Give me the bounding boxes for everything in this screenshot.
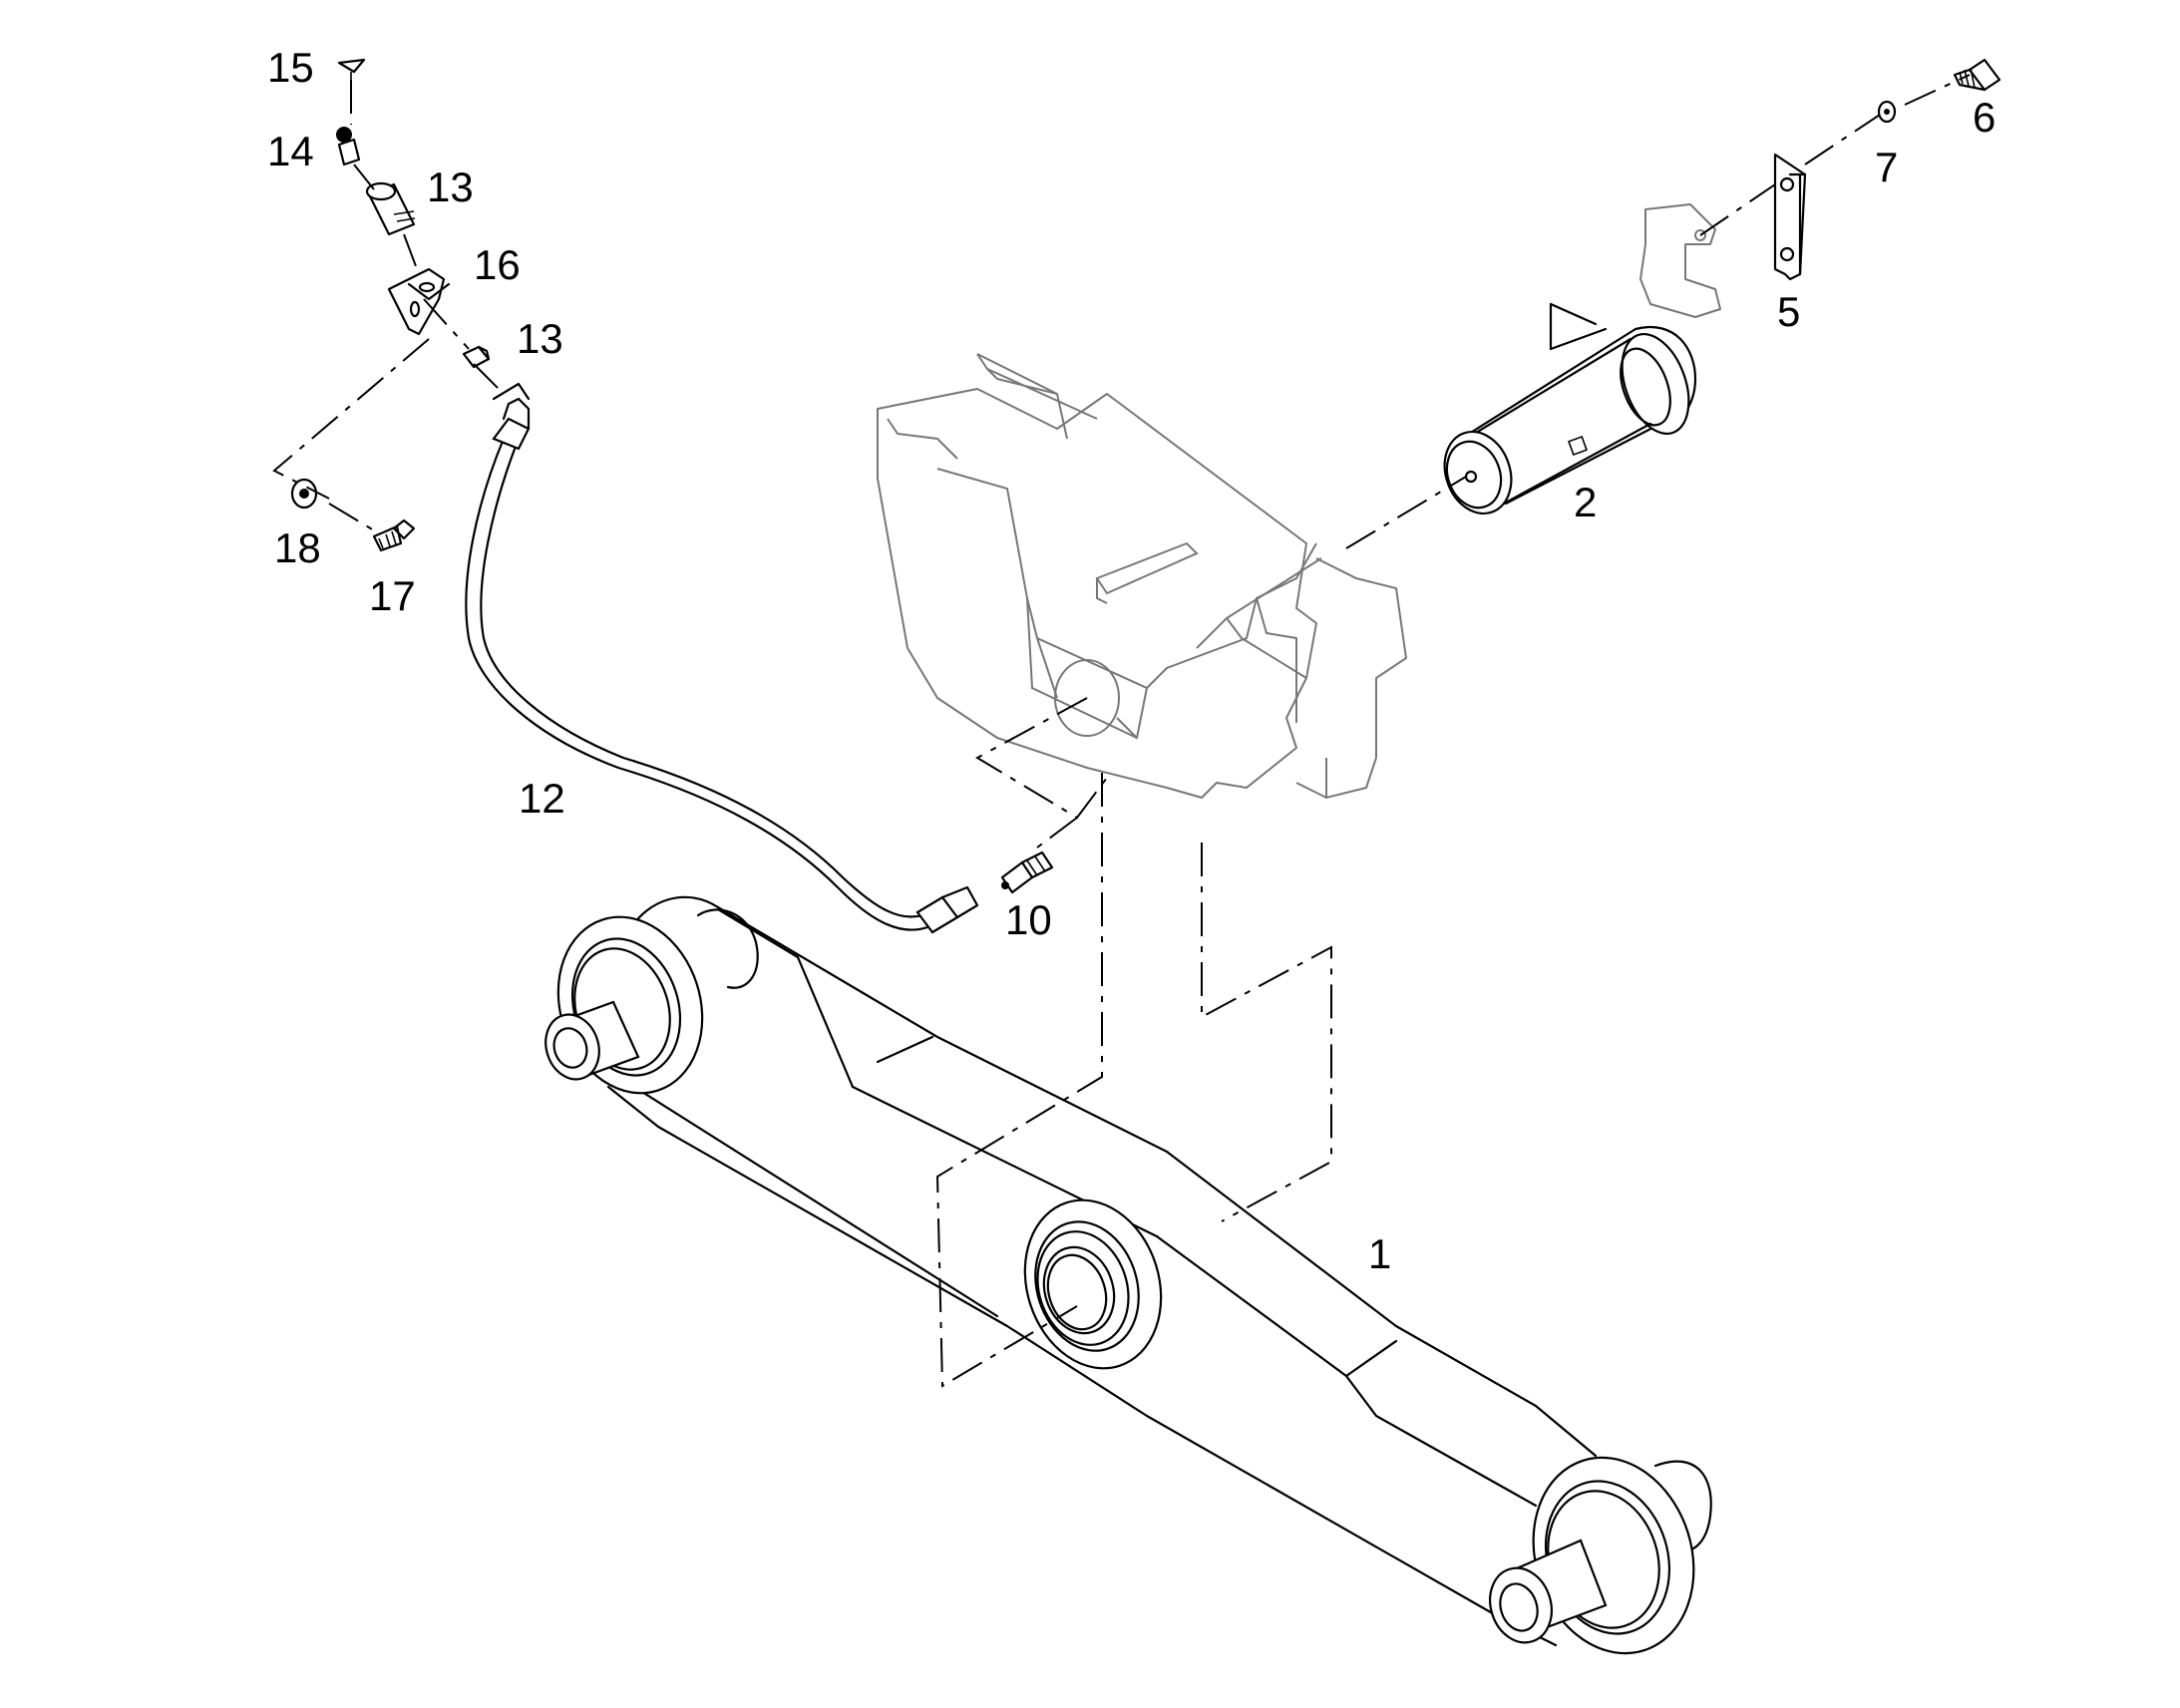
callout-14: 14 — [267, 128, 314, 174]
callout-13-upper: 13 — [427, 164, 474, 210]
washer-part-18 — [290, 478, 318, 510]
cap-part-15 — [337, 58, 366, 80]
bolt-part-17 — [372, 518, 416, 552]
callout-6: 6 — [1973, 94, 1996, 141]
callout-5: 5 — [1777, 288, 1800, 335]
callout-10: 10 — [1005, 896, 1052, 943]
callout-labels: 1 2 5 6 7 10 12 13 13 14 15 16 17 18 — [267, 44, 1996, 1277]
grease-hose-part-12 — [465, 382, 979, 934]
callout-2: 2 — [1574, 479, 1597, 525]
callout-12: 12 — [519, 775, 565, 822]
pivot-pin-part-2 — [1443, 302, 1697, 515]
callout-18: 18 — [274, 524, 321, 571]
retainer-plate-part-5 — [1639, 153, 1807, 318]
callout-13-lower: 13 — [517, 315, 563, 362]
callout-7: 7 — [1875, 144, 1898, 190]
axle-beam-part-1 — [545, 895, 1712, 1655]
callout-17: 17 — [369, 572, 416, 619]
callout-15: 15 — [267, 44, 314, 91]
grease-nipple-part-14 — [336, 127, 361, 167]
bracket-part-16 — [387, 267, 451, 336]
adapter-part-13-upper — [365, 181, 416, 236]
washer-part-7 — [1877, 100, 1897, 124]
callout-1: 1 — [1368, 1230, 1391, 1277]
bolt-part-6 — [1953, 58, 2001, 92]
fitting-part-10 — [1000, 851, 1054, 894]
assembly-centerlines — [272, 74, 1971, 1388]
nut-part-13-lower — [462, 345, 491, 369]
frame-bracket — [877, 353, 1408, 800]
callout-16: 16 — [474, 241, 521, 288]
